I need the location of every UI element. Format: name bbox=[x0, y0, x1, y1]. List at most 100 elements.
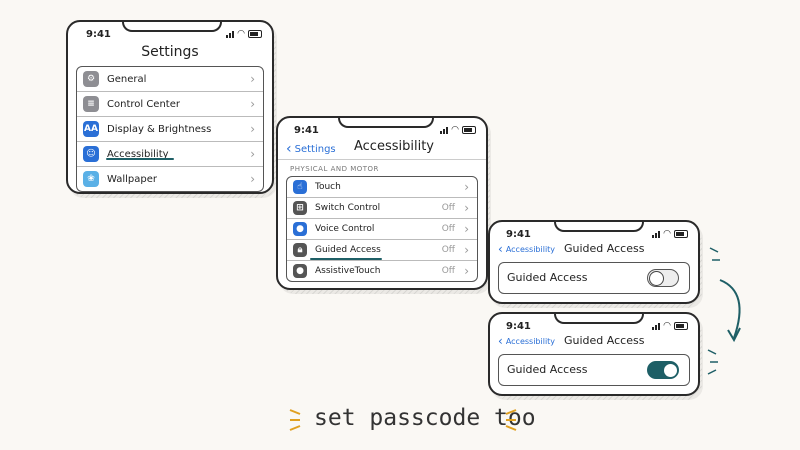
item-label: AssistiveTouch bbox=[315, 266, 381, 276]
settings-list: ⚙ General › ≡ Control Center › AA Displa… bbox=[76, 66, 264, 192]
item-label: Accessibility bbox=[107, 148, 169, 160]
item-label: Guided Access bbox=[315, 245, 381, 255]
item-label: Voice Control bbox=[315, 224, 375, 234]
flower-icon: ❀ bbox=[83, 171, 99, 187]
wifi-icon: ◠ bbox=[663, 229, 671, 239]
chevron-right-icon: › bbox=[464, 180, 469, 194]
guided-access-toggle[interactable] bbox=[647, 361, 679, 379]
accessibility-item-switch-control[interactable]: ⊞ Switch Control Off › bbox=[287, 198, 477, 219]
text-size-icon: AA bbox=[83, 121, 99, 137]
phone-notch bbox=[122, 22, 222, 32]
item-value: Off bbox=[441, 245, 455, 255]
wifi-icon: ◠ bbox=[663, 321, 671, 331]
signal-icon bbox=[226, 31, 235, 38]
toggle-label: Guided Access bbox=[507, 271, 588, 284]
page-title: Guided Access bbox=[564, 334, 645, 347]
item-label: Switch Control bbox=[315, 203, 381, 213]
chevron-left-icon: ‹ bbox=[286, 141, 292, 157]
accessibility-icon: ☺ bbox=[83, 146, 99, 162]
accessibility-list: ☝ Touch › ⊞ Switch Control Off › ● Voice… bbox=[286, 176, 478, 282]
circle-icon: ● bbox=[293, 264, 307, 278]
toggle-knob bbox=[649, 271, 664, 286]
accessibility-item-voice-control[interactable]: ● Voice Control Off › bbox=[287, 219, 477, 240]
item-label: General bbox=[107, 73, 147, 85]
hand-icon: ☝ bbox=[293, 180, 307, 194]
signal-icon bbox=[652, 231, 661, 238]
chevron-right-icon: › bbox=[464, 222, 469, 236]
signal-icon bbox=[652, 323, 661, 330]
guided-access-on-phone: 9:41 ◠ ‹ Accessibility Guided Access Gui… bbox=[488, 312, 700, 396]
item-value: Off bbox=[441, 224, 455, 234]
sparkle-lines bbox=[505, 409, 517, 431]
guided-access-toggle[interactable] bbox=[647, 269, 679, 287]
battery-icon bbox=[674, 230, 688, 238]
toggle-row: Guided Access bbox=[498, 262, 690, 294]
sparkle-lines bbox=[289, 409, 301, 431]
caption-text: set passcode too bbox=[314, 405, 536, 431]
chevron-right-icon: › bbox=[250, 72, 255, 86]
item-label: Display & Brightness bbox=[107, 123, 212, 135]
item-value: Off bbox=[441, 203, 455, 213]
page-title: Guided Access bbox=[564, 242, 645, 255]
chevron-right-icon: › bbox=[250, 122, 255, 136]
back-label: Settings bbox=[294, 143, 336, 155]
highlight-underline bbox=[310, 258, 382, 260]
chevron-right-icon: › bbox=[250, 147, 255, 161]
status-time: 9:41 bbox=[506, 229, 531, 240]
item-label: Wallpaper bbox=[107, 173, 158, 185]
page-title: Settings bbox=[141, 44, 199, 60]
chevron-left-icon: ‹ bbox=[498, 242, 503, 256]
status-icons: ◠ bbox=[652, 229, 688, 239]
battery-icon bbox=[248, 30, 262, 38]
status-icons: ◠ bbox=[652, 321, 688, 331]
back-button[interactable]: ‹ Accessibility bbox=[498, 242, 555, 256]
guided-access-off-phone: 9:41 ◠ ‹ Accessibility Guided Access Gui… bbox=[488, 220, 700, 304]
settings-item-accessibility[interactable]: ☺ Accessibility › bbox=[77, 142, 263, 167]
settings-item-wallpaper[interactable]: ❀ Wallpaper › bbox=[77, 167, 263, 191]
toggle-knob bbox=[663, 363, 678, 378]
settings-item-display[interactable]: AA Display & Brightness › bbox=[77, 117, 263, 142]
chevron-right-icon: › bbox=[464, 201, 469, 215]
back-label: Accessibility bbox=[505, 244, 556, 254]
status-icons: ◠ bbox=[226, 29, 262, 39]
grid-icon: ⊞ bbox=[293, 201, 307, 215]
status-time: 9:41 bbox=[86, 29, 111, 40]
lock-icon: 🔒︎ bbox=[293, 243, 307, 257]
accessibility-item-touch[interactable]: ☝ Touch › bbox=[287, 177, 477, 198]
gear-icon: ⚙ bbox=[83, 71, 99, 87]
accessibility-item-guided-access[interactable]: 🔒︎ Guided Access Off › bbox=[287, 240, 477, 261]
item-label: Control Center bbox=[107, 98, 180, 110]
phone-notch bbox=[554, 222, 644, 232]
battery-icon bbox=[674, 322, 688, 330]
back-label: Accessibility bbox=[505, 336, 556, 346]
chevron-left-icon: ‹ bbox=[498, 334, 503, 348]
section-header: PHYSICAL AND MOTOR bbox=[290, 165, 379, 173]
chevron-right-icon: › bbox=[464, 264, 469, 278]
wifi-icon: ◠ bbox=[451, 125, 459, 135]
status-time: 9:41 bbox=[506, 321, 531, 332]
signal-icon bbox=[440, 127, 449, 134]
highlight-underline bbox=[106, 158, 174, 160]
chevron-right-icon: › bbox=[250, 97, 255, 111]
status-icons: ◠ bbox=[440, 125, 476, 135]
item-value: Off bbox=[441, 266, 455, 276]
accessibility-phone: 9:41 ◠ ‹ Settings Accessibility PHYSICAL… bbox=[276, 116, 488, 290]
phone-notch bbox=[338, 118, 434, 128]
status-time: 9:41 bbox=[294, 125, 319, 136]
sparkle-lines bbox=[709, 247, 720, 261]
toggle-row: Guided Access bbox=[498, 354, 690, 386]
switches-icon: ≡ bbox=[83, 96, 99, 112]
settings-item-control-center[interactable]: ≡ Control Center › bbox=[77, 92, 263, 117]
wifi-icon: ◠ bbox=[237, 29, 245, 39]
accessibility-item-assistivetouch[interactable]: ● AssistiveTouch Off › bbox=[287, 261, 477, 281]
back-button[interactable]: ‹ Accessibility bbox=[498, 334, 555, 348]
back-button[interactable]: ‹ Settings bbox=[286, 141, 336, 157]
chevron-right-icon: › bbox=[250, 172, 255, 186]
sparkle-lines bbox=[707, 349, 718, 375]
speech-bubble-icon: ● bbox=[293, 222, 307, 236]
transition-arrow bbox=[719, 279, 741, 343]
battery-icon bbox=[462, 126, 476, 134]
toggle-label: Guided Access bbox=[507, 363, 588, 376]
item-label: Touch bbox=[315, 182, 341, 192]
settings-item-general[interactable]: ⚙ General › bbox=[77, 67, 263, 92]
